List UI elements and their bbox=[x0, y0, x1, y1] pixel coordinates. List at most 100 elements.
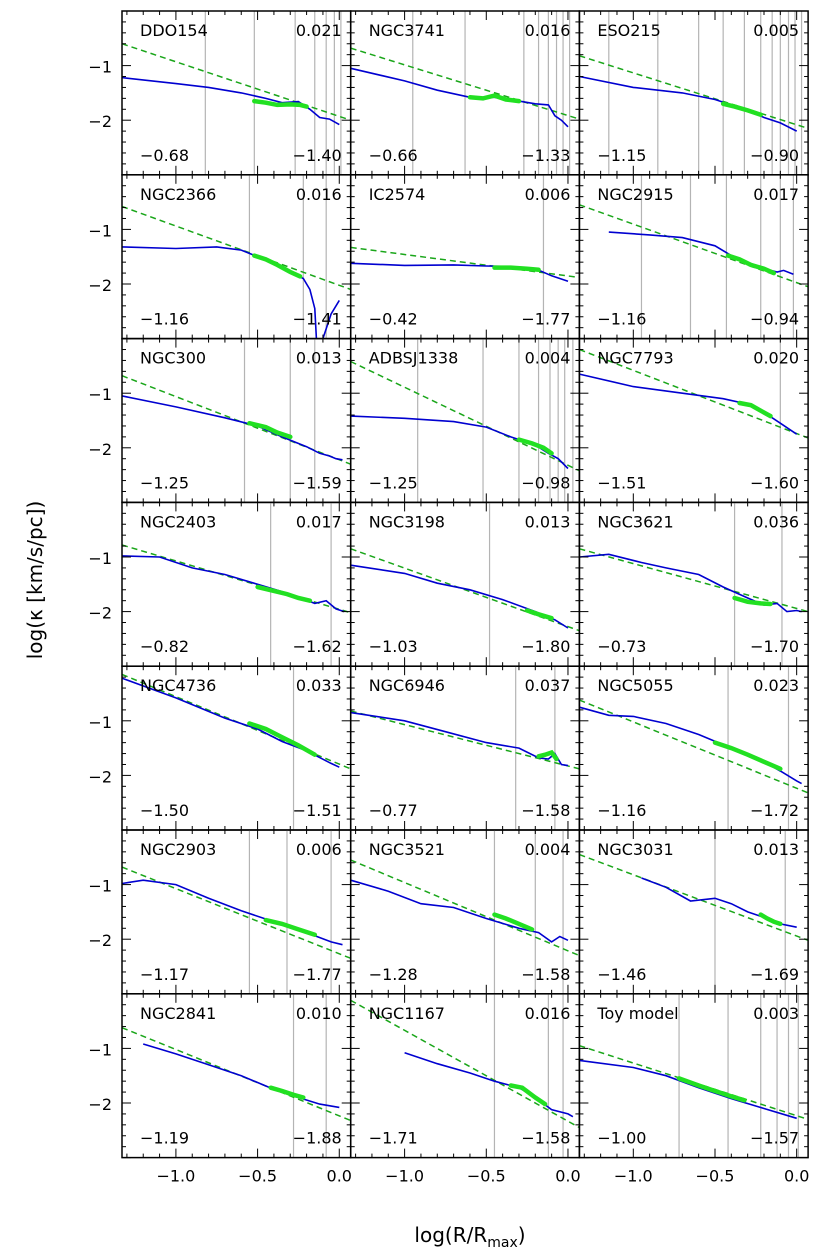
panel-name-label: NGC2903 bbox=[140, 840, 216, 859]
panel-left-slope-label: −0.77 bbox=[369, 801, 418, 820]
panel-value-label: 0.006 bbox=[296, 840, 342, 859]
fit-range-segment bbox=[492, 912, 535, 932]
x-tick-label: −0.5 bbox=[467, 1167, 506, 1186]
panel-right-slope-label: −1.57 bbox=[750, 1129, 799, 1148]
y-tick-label: −1 bbox=[88, 221, 112, 240]
y-tick-label: −1 bbox=[88, 385, 112, 404]
panel-plot-area bbox=[122, 11, 351, 175]
fit-range-segment bbox=[492, 265, 541, 273]
y-tick-label: −1 bbox=[88, 877, 112, 896]
x-axis-label: log(R/Rmax) bbox=[414, 1223, 525, 1251]
fit-range-segment bbox=[263, 917, 318, 938]
panel-left-slope-label: −1.15 bbox=[597, 146, 646, 165]
panel-name-label: NGC4736 bbox=[140, 676, 216, 695]
x-tick-label: −1.0 bbox=[385, 1167, 424, 1186]
panel-left-slope-label: −1.28 bbox=[369, 965, 418, 984]
x-axis-label-close: ) bbox=[518, 1223, 526, 1247]
fit-dashed-line bbox=[579, 55, 809, 130]
panel-left-slope-label: −1.25 bbox=[369, 473, 418, 492]
fit-range-segment bbox=[536, 749, 559, 762]
panel-right-slope-label: −1.88 bbox=[293, 1129, 342, 1148]
panel-value-label: 0.036 bbox=[753, 512, 799, 531]
panel-frame bbox=[578, 993, 809, 1159]
panel-left-slope-label: −1.17 bbox=[140, 965, 189, 984]
model-curve bbox=[350, 564, 569, 629]
model-curve-branch bbox=[322, 299, 340, 339]
panel-left-slope-label: −1.16 bbox=[140, 310, 189, 329]
y-tick-label: −1 bbox=[88, 549, 112, 568]
panel-value-label: 0.033 bbox=[296, 676, 342, 695]
panel-right-slope-label: −1.62 bbox=[293, 637, 342, 656]
panel-plot-area bbox=[579, 174, 809, 339]
panel-left-slope-label: −0.42 bbox=[369, 310, 418, 329]
panel-right-slope-label: −1.69 bbox=[750, 965, 799, 984]
panel-right-slope-label: −1.80 bbox=[521, 637, 570, 656]
panel-value-label: 0.016 bbox=[296, 185, 342, 204]
panel-name-label: ESO215 bbox=[597, 21, 660, 40]
panel-name-label: NGC2841 bbox=[140, 1004, 216, 1023]
y-tick-label: −1 bbox=[88, 1040, 112, 1059]
y-tick-label: −2 bbox=[88, 276, 112, 295]
panel-name-label: NGC2403 bbox=[140, 512, 216, 531]
panel-value-label: 0.016 bbox=[525, 21, 571, 40]
y-tick-label: −2 bbox=[88, 931, 112, 950]
x-axis-label-main: log(R/R bbox=[414, 1223, 487, 1247]
panel-left-slope-label: −0.66 bbox=[369, 146, 418, 165]
panel-right-slope-label: −1.70 bbox=[750, 637, 799, 656]
panel-name-label: DDO154 bbox=[140, 21, 208, 40]
panel-value-label: 0.005 bbox=[753, 21, 799, 40]
panel-value-label: 0.004 bbox=[525, 349, 571, 368]
model-curve bbox=[579, 706, 802, 785]
panel-value-label: 0.016 bbox=[525, 1004, 571, 1023]
fit-range-segment bbox=[467, 93, 522, 104]
panel-right-slope-label: −1.58 bbox=[521, 801, 570, 820]
panel-name-label: NGC7793 bbox=[597, 349, 673, 368]
fit-dashed-line bbox=[122, 205, 351, 291]
x-tick-label: −1.0 bbox=[614, 1167, 653, 1186]
model-curve bbox=[350, 879, 569, 943]
panel-left-slope-label: −1.16 bbox=[597, 801, 646, 820]
panel-plot-area bbox=[350, 338, 580, 503]
panel-plot-area bbox=[350, 830, 580, 994]
panel-plot-area bbox=[579, 993, 809, 1158]
panel-value-label: 0.003 bbox=[753, 1004, 799, 1023]
fit-range-segment bbox=[252, 253, 303, 279]
panel-plot-area bbox=[579, 666, 809, 830]
panel-right-slope-label: −1.41 bbox=[293, 310, 342, 329]
panel-name-label: NGC5055 bbox=[597, 676, 673, 695]
fit-dashed-line bbox=[350, 360, 580, 472]
fit-dashed-line bbox=[579, 853, 809, 941]
panel-plot-area bbox=[350, 993, 580, 1158]
model-curve bbox=[579, 373, 798, 435]
panel-plot-area bbox=[122, 174, 351, 339]
panel-name-label: NGC3031 bbox=[597, 840, 673, 859]
panel-value-label: 0.037 bbox=[525, 676, 571, 695]
model-curve bbox=[122, 879, 343, 946]
y-tick-label: −2 bbox=[88, 604, 112, 623]
panel-plot-area bbox=[350, 174, 580, 339]
panel-value-label: 0.020 bbox=[753, 349, 799, 368]
panel-plot-area bbox=[579, 338, 809, 503]
model-curve bbox=[404, 1052, 574, 1118]
panel-name-label: NGC3521 bbox=[369, 840, 445, 859]
model-curve bbox=[142, 1043, 340, 1109]
panel-name-label: NGC1167 bbox=[369, 1004, 445, 1023]
panel-plot-area bbox=[579, 11, 809, 175]
panel-left-slope-label: −0.82 bbox=[140, 637, 189, 656]
panel-left-slope-label: −1.03 bbox=[369, 637, 418, 656]
fit-range-segment bbox=[712, 740, 783, 772]
panel-plot-area bbox=[579, 502, 809, 667]
panel-name-label: NGC3198 bbox=[369, 512, 445, 531]
